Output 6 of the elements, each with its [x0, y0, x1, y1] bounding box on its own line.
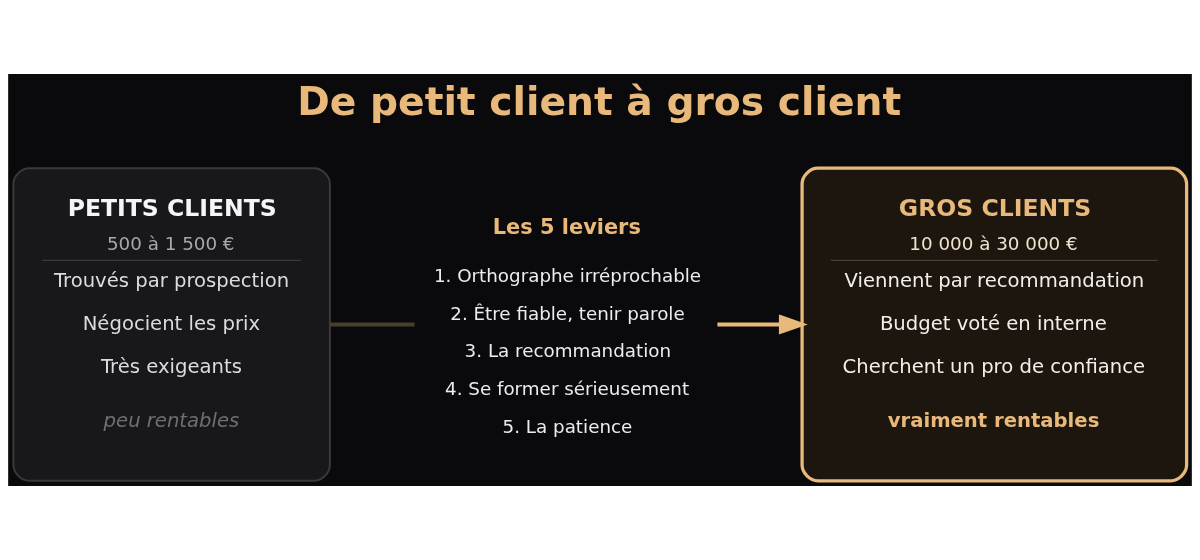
node-box: GROS CLIENTS 10 000 à 30 000 € Viennent par recommandation Budget voté en interne Cherchent un pro de confiance vraiment rentables: [800, 166, 1189, 483]
diagram-title: De petit client à gros client: [297, 78, 902, 124]
node-text: Les 5 leviers 1. Orthographe irréprochable 2. Être fiable, tenir parole 3. La recommandation 4. Se former sérieusement 5. La patience: [433, 214, 702, 438]
arrow: [717, 314, 808, 335]
connector: [330, 322, 415, 327]
node-box: PETITS CLIENTS 500 à 1 500 € Trouvés par prospection Négocient les prix Très exigeants peu rentables: [12, 167, 331, 482]
